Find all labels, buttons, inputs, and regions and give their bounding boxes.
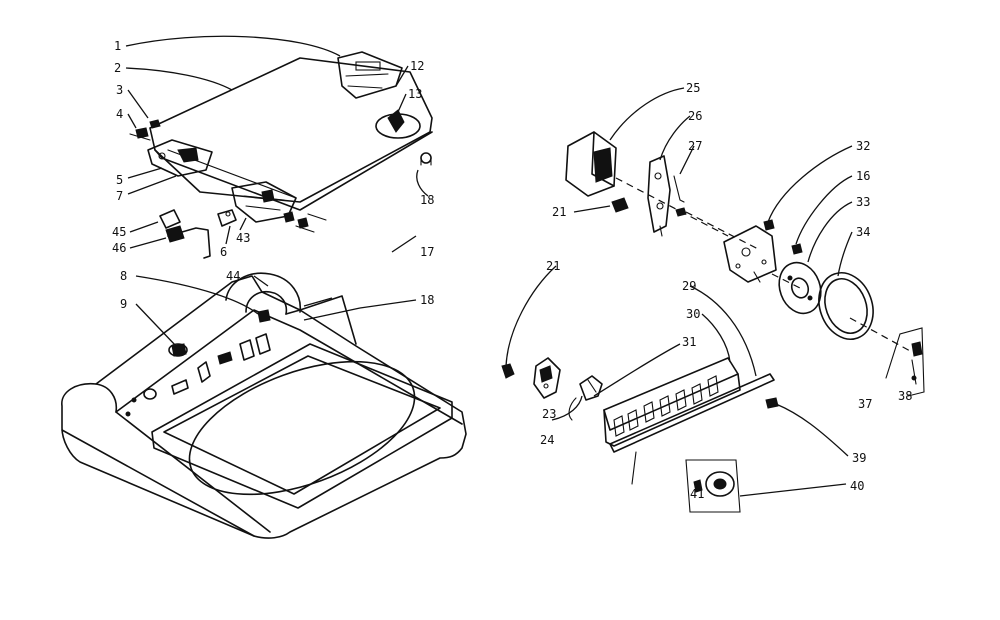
callout-41: 41 [690,487,704,501]
callout-21-bottom: 21 [546,259,560,273]
screw-4 [129,127,151,141]
callout-38: 38 [898,389,912,403]
callout-18-top: 18 [420,193,434,207]
callout-39: 39 [852,451,866,465]
control-panel-30 [603,357,741,447]
motor-25 [565,131,617,197]
callout-7: 7 [116,189,123,203]
bracket-26 [647,155,671,237]
callout-43: 43 [236,231,250,245]
callout-8: 8 [120,269,127,283]
screw-3 [149,119,161,129]
callout-26: 26 [688,109,702,123]
callout-30: 30 [686,307,700,321]
switch-23 [533,357,561,399]
spring-27 [673,175,687,217]
screw-21-top [611,197,629,213]
callout-2: 2 [114,61,121,75]
mounting-plate-32 [723,225,777,283]
ring-34 [818,272,874,340]
callout-27: 27 [688,139,702,153]
latch-45 [159,209,181,229]
clip-43 [217,209,237,227]
leader-lines [125,35,853,497]
hinge-left-5 [147,139,213,177]
pump-33 [778,261,822,315]
callout-40: 40 [850,479,864,493]
part-37-group [885,327,925,397]
screw-39 [765,397,779,409]
screw-21-bottom [501,363,515,379]
lid-bumper-18 [420,152,432,166]
callout-34: 34 [856,225,870,239]
callout-3: 3 [116,83,123,97]
callout-17: 17 [420,245,434,259]
callout-32: 32 [856,139,870,153]
console-panel [225,272,357,345]
knob-group-40 [685,459,741,513]
callout-46: 46 [112,241,126,255]
callout-labels: 1 2 3 4 5 7 12 13 18 45 46 6 43 44 8 9 1… [112,39,912,501]
callout-33: 33 [856,195,870,209]
screws-lid-hinge [283,211,327,233]
wire-24 [568,375,603,421]
cabinet-top [61,275,467,539]
axis-line-upper [615,177,913,353]
callout-9: 9 [120,297,127,311]
callout-16: 16 [856,169,870,183]
screws-16 [753,219,803,283]
callout-44: 44 [226,269,240,283]
callout-21-top: 21 [552,205,566,219]
lid [149,57,433,211]
callout-6: 6 [220,245,227,259]
control-knobs [125,333,271,417]
callout-13: 13 [408,87,422,101]
lid-hinge-bracket-1 [337,51,403,99]
callout-25: 25 [686,81,700,95]
callout-31: 31 [682,335,696,349]
latch-rod-46 [165,225,211,259]
callout-18-mid: 18 [420,293,434,307]
callout-4: 4 [116,107,123,121]
callout-24: 24 [540,433,554,447]
lid-switch-cam-13 [375,109,421,139]
rail-29 [609,373,775,485]
callout-23: 23 [542,407,556,421]
tub-opening [151,343,453,509]
callout-29: 29 [682,279,696,293]
callout-5: 5 [116,173,123,187]
callout-1: 1 [114,39,121,53]
callout-45: 45 [112,225,126,239]
callout-12: 12 [410,59,424,73]
callout-37: 37 [858,397,872,411]
